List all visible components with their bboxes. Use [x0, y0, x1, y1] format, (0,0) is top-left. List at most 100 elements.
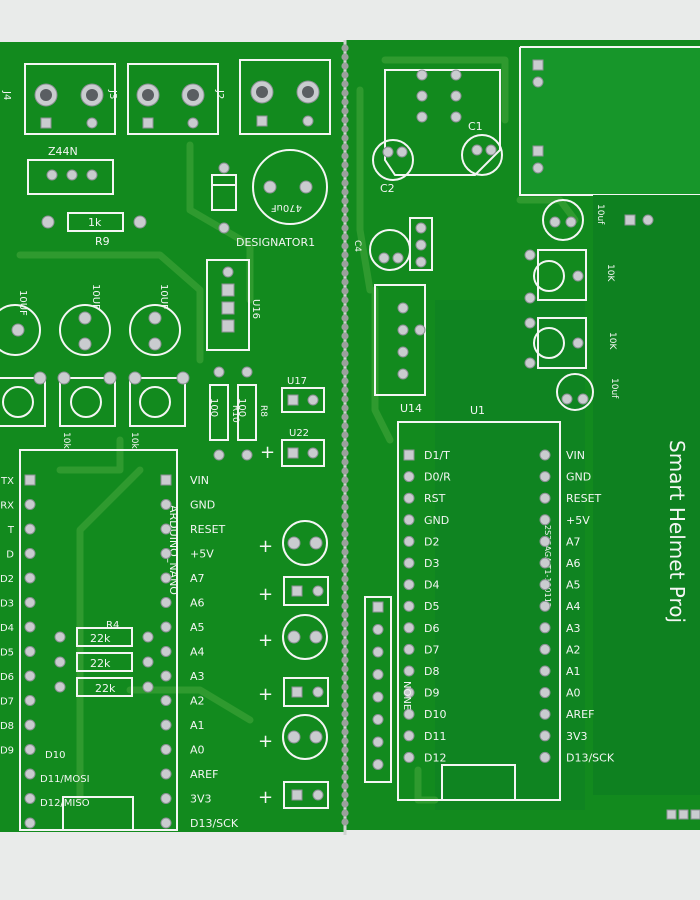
u1-right-pin-label: 3V3 [566, 730, 588, 743]
breakaway-hole [341, 548, 349, 556]
breakaway-hole [341, 575, 349, 583]
none-pad [372, 691, 384, 703]
breakaway-hole [341, 395, 349, 403]
nano-right-pin-label: A7 [190, 572, 205, 585]
edge-project-text: Smart Helmet Proj [665, 440, 689, 623]
breakaway-hole [341, 809, 349, 817]
pot-value-1: 10k [61, 432, 71, 449]
breakaway-hole [341, 404, 349, 412]
nano-right-pad [160, 621, 172, 633]
u1-right-pad [539, 557, 551, 569]
breakaway-hole [341, 215, 349, 223]
nano-right-pad [160, 474, 172, 486]
u1-left-pin-label: D4 [424, 579, 439, 592]
u1-left-pin-label: D10 [424, 708, 446, 721]
u1-right-pin-label: A5 [566, 579, 581, 592]
nano-right-pad [160, 793, 172, 804]
capacitor-470uf: 470uF [252, 149, 328, 225]
breakaway-hole [341, 512, 349, 520]
breakaway-hole [341, 476, 349, 484]
side-pot-bottom: 10K [607, 332, 617, 350]
nano-left-pin-label: D9 [0, 746, 14, 757]
breakaway-hole [341, 737, 349, 745]
u1-right-labels: VINGNDRESET+5VA7A6A5A4A3A2A1A0AREF3V3D13… [566, 449, 615, 764]
nano-right-pin-label: GND [190, 499, 215, 512]
breakaway-hole [341, 755, 349, 763]
breakaway-hole [341, 656, 349, 664]
breakaway-hole [341, 431, 349, 439]
u1-footprint: U1 2S2SAGA-T1-190112 D1/TD0/RRSTGNDD2D3D… [397, 404, 615, 801]
u1-left-pad [403, 471, 415, 483]
u1-right-pin-label: GND [566, 471, 591, 484]
breakaway-hole [341, 233, 349, 241]
u1-right-pad [539, 643, 551, 655]
breakaway-hole [341, 503, 349, 511]
breakaway-hole [341, 44, 349, 52]
breakaway-hole [341, 71, 349, 79]
nano-right-pad [160, 523, 172, 535]
connector-label-j4: J4 [1, 90, 12, 100]
mosfet-z44n: Z44N [27, 145, 114, 195]
nano-right-pads [160, 474, 172, 829]
u1-left-pad [403, 665, 415, 677]
breakaway-hole [341, 611, 349, 619]
nano-right-pin-label: A6 [190, 597, 205, 610]
u1-right-pads [539, 449, 551, 763]
breakaway-hole [341, 161, 349, 169]
u1-left-pin-label: D3 [424, 557, 439, 570]
u1-right-pin-label: A0 [566, 687, 581, 700]
connector-label-j3: J3 [107, 89, 118, 99]
u1-right-pin-label: RESET [566, 492, 602, 505]
u1-left-pad [403, 687, 415, 699]
u1-right-pin-label: +5V [566, 514, 590, 527]
header-none: NONE [364, 596, 412, 783]
u1-left-pad [403, 557, 415, 569]
breakaway-hole [341, 413, 349, 421]
breakaway-hole [341, 98, 349, 106]
breakaway-holes [341, 40, 349, 835]
none-pads [372, 601, 384, 770]
pot-value-2: 10k [129, 432, 139, 449]
u1-left-pad [403, 449, 415, 461]
left-board [0, 42, 345, 832]
nano-right-pin-label: D13/SCK [190, 817, 239, 830]
u1-left-pad [403, 643, 415, 655]
breakaway-hole [341, 620, 349, 628]
nano-right-pin-label: A1 [190, 719, 205, 732]
none-pad [372, 624, 384, 635]
breakaway-hole [341, 386, 349, 394]
breakaway-hole [341, 818, 349, 826]
breakaway-hole [341, 647, 349, 655]
none-pad [372, 601, 384, 613]
module-outline [520, 47, 700, 195]
svg-text:+: + [258, 787, 273, 808]
nano-left-pad [24, 793, 36, 804]
breakaway-hole [341, 305, 349, 313]
breakaway-hole [341, 719, 349, 727]
u1-left-pad [403, 622, 415, 634]
nano-left-pin-label: D3 [0, 599, 14, 610]
nano-left-pin-label: TX [0, 476, 14, 487]
breakaway-hole [341, 125, 349, 133]
left-small-caps: + + + + + + [258, 520, 329, 809]
diode [211, 162, 237, 234]
breakaway-hole [341, 170, 349, 178]
right-board [345, 40, 700, 830]
breakaway-hole [341, 800, 349, 808]
breakaway-hole [341, 782, 349, 790]
nano-left-pin-label: D5 [0, 648, 14, 659]
u22-label: U22 [289, 428, 309, 439]
header-u16: U16 [206, 259, 261, 351]
breakaway-hole [341, 629, 349, 637]
resistors-22k: R4 22k 22k 22k [54, 620, 154, 697]
u1-right-pin-label: D13/SCK [566, 751, 615, 764]
potentiometers-left: 10k 10k [0, 371, 190, 449]
side-pot-top: 10K [605, 264, 615, 282]
none-pad [372, 736, 384, 748]
right-side-components: 10uf 10K 10K 10uf Smart Helmet Proj [524, 199, 689, 623]
breakaway-hole [341, 692, 349, 700]
breakaway-hole [341, 638, 349, 646]
